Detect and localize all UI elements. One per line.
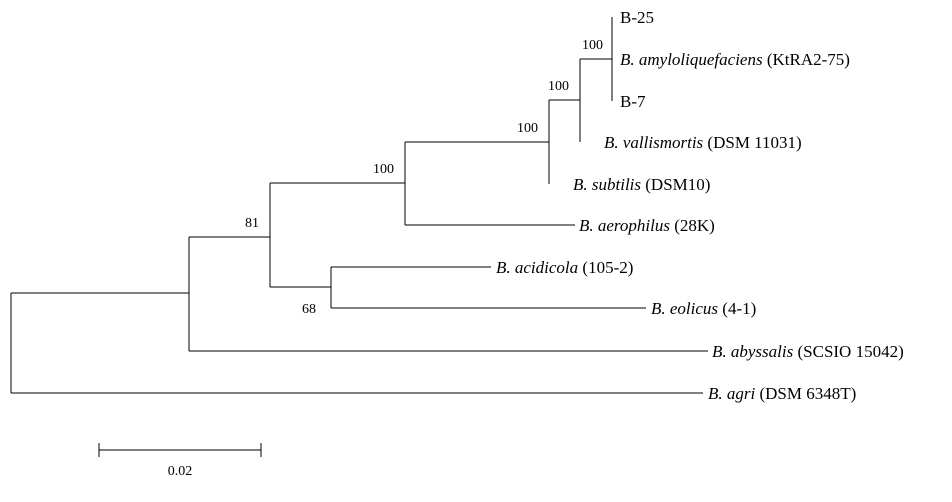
leaf-label-bsub: B. subtilis (DSM10) (573, 175, 710, 194)
scale-bar: 0.02 (98, 443, 262, 479)
leaf-label-baer: B. aerophilus (28K) (579, 216, 715, 235)
species-name: B. agri (708, 384, 756, 403)
leaf-label-beol: B. eolicus (4-1) (651, 299, 756, 318)
bootstrap-value: 100 (582, 38, 603, 53)
strain-designation: (105-2) (578, 258, 633, 277)
strain-designation: (4-1) (718, 299, 756, 318)
bootstrap-value: 100 (373, 162, 394, 177)
strain-designation: B-7 (620, 92, 646, 111)
strain-designation: (DSM 6348T) (755, 384, 856, 403)
strain-designation: B-25 (620, 8, 654, 27)
strain-designation: (KtRA2-75) (763, 50, 850, 69)
bootstrap-value: 68 (302, 302, 316, 317)
strain-designation: (DSM 11031) (703, 133, 802, 152)
species-name: B. aerophilus (579, 216, 670, 235)
species-name: B. subtilis (573, 175, 641, 194)
leaf-label-b25: B-25 (620, 8, 654, 27)
leaf-label-bamy: B. amyloliquefaciens (KtRA2-75) (620, 50, 850, 69)
leaf-label-bacid: B. acidicola (105-2) (496, 258, 633, 277)
scale-bar-label: 0.02 (168, 464, 193, 479)
leaf-labels: B-25B. amyloliquefaciens (KtRA2-75)B-7B.… (496, 8, 904, 403)
strain-designation: (SCSIO 15042) (793, 342, 904, 361)
leaf-label-bagri: B. agri (DSM 6348T) (708, 384, 856, 403)
leaf-label-bval: B. vallismortis (DSM 11031) (604, 133, 802, 152)
bootstrap-value: 100 (517, 121, 538, 136)
tree-branches (10, 17, 708, 394)
species-name: B. amyloliquefaciens (620, 50, 763, 69)
species-name: B. acidicola (496, 258, 578, 277)
leaf-label-baby: B. abyssalis (SCSIO 15042) (712, 342, 904, 361)
leaf-label-b7: B-7 (620, 92, 646, 111)
strain-designation: (DSM10) (641, 175, 710, 194)
strain-designation: (28K) (670, 216, 715, 235)
species-name: B. eolicus (651, 299, 718, 318)
species-name: B. abyssalis (712, 342, 794, 361)
bootstrap-support-values: 100 100 100 100 81 68 (245, 38, 603, 317)
bootstrap-value: 100 (548, 79, 569, 94)
species-name: B. vallismortis (604, 133, 704, 152)
bootstrap-value: 81 (245, 216, 259, 231)
